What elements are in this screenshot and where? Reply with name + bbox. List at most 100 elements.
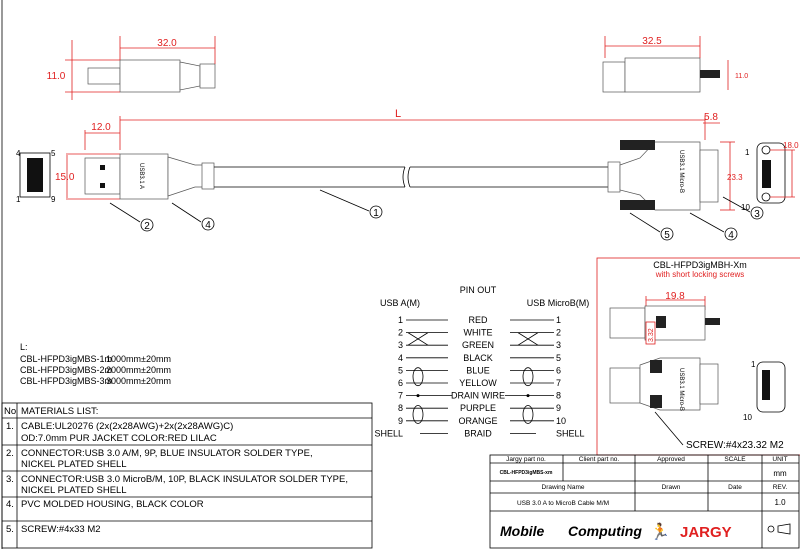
wire-color: ORANGE — [458, 416, 497, 426]
pin-a: 1 — [398, 315, 403, 325]
svg-text:mm: mm — [773, 469, 787, 478]
pin-b: 10 — [556, 416, 566, 426]
svg-text:19.8: 19.8 — [665, 291, 685, 302]
microb-side-view: 32.5 11.0 — [602, 36, 748, 93]
svg-text:SCALE: SCALE — [724, 456, 746, 463]
short-screw-variant: CBL-HFPD3igMBH-Xm with short locking scr… — [596, 257, 800, 456]
crossover-marker — [517, 332, 539, 346]
svg-text:SCREW:#4x33 M2: SCREW:#4x33 M2 — [21, 524, 101, 535]
svg-text:CBL-HFPD3igMBH-Xm: CBL-HFPD3igMBH-Xm — [653, 260, 747, 270]
svg-text:1: 1 — [16, 195, 21, 204]
svg-text:No: No — [4, 406, 16, 417]
svg-text:4: 4 — [205, 220, 211, 231]
usb-a-side-view: 32.0 11.0 — [47, 36, 216, 100]
svg-text:USB3.1 Micro-B: USB3.1 Micro-B — [678, 150, 684, 193]
svg-text:CBL-HFPD3igMBS-1m: CBL-HFPD3igMBS-1m — [20, 354, 112, 364]
microb-face-view: 1 10 18.0 — [741, 141, 799, 212]
svg-text:Client part no.: Client part no. — [579, 456, 620, 463]
svg-text:Drawing Name: Drawing Name — [542, 484, 585, 491]
dim-microb-height: 23.3 — [727, 173, 743, 182]
svg-text:1: 1 — [751, 360, 756, 369]
svg-text:CBL-HFPD3igMBS-xm: CBL-HFPD3igMBS-xm — [500, 470, 553, 476]
balloons: 2 4 1 5 4 3 — [109, 189, 764, 241]
svg-text:5: 5 — [51, 149, 56, 158]
twisted-pair-marker — [412, 367, 424, 387]
drain-junction — [416, 394, 420, 398]
materials-table: No MATERIALS LIST: 1.CABLE:UL20276 (2x(2… — [1, 402, 373, 549]
dim-plug-a-height: 15.0 — [55, 172, 75, 183]
svg-text:NICKEL PLATED SHELL: NICKEL PLATED SHELL — [21, 459, 127, 470]
svg-text:Date: Date — [728, 484, 742, 491]
svg-text:Jargy part no.: Jargy part no. — [506, 456, 546, 463]
wire-color: BLUE — [466, 365, 490, 375]
wire-color: BRAID — [464, 428, 492, 438]
svg-text:L:: L: — [20, 342, 28, 352]
pin-b: SHELL — [556, 428, 585, 438]
wire-color: WHITE — [464, 328, 493, 338]
short-screw-offset-box — [645, 321, 656, 345]
pin-a: 8 — [398, 403, 403, 413]
svg-text:USB MicroB(M): USB MicroB(M) — [527, 298, 590, 308]
svg-text:4: 4 — [728, 230, 734, 241]
computing-logo: Computing — [568, 523, 642, 539]
microb-plug: USB3.1 Micro-B 23.3 — [607, 140, 743, 211]
dim-short-screw-offset: 3.32 — [648, 328, 655, 342]
dim-cable-length: L — [395, 108, 401, 120]
jargy-logo: JARGY — [680, 524, 732, 541]
wire-color: YELLOW — [459, 378, 497, 388]
svg-text:SCREW:#4x23.32 M2: SCREW:#4x23.32 M2 — [686, 440, 784, 451]
svg-text:3: 3 — [754, 209, 760, 220]
pin-a: 9 — [398, 416, 403, 426]
wire-color: BLACK — [463, 353, 493, 363]
svg-text:with short locking screws: with short locking screws — [655, 270, 744, 279]
svg-text:10: 10 — [741, 203, 750, 212]
svg-text:1000mm±20mm: 1000mm±20mm — [106, 354, 171, 364]
pin-b: 8 — [556, 391, 561, 401]
pin-b: 7 — [556, 378, 561, 388]
svg-text:MATERIALS LIST:: MATERIALS LIST: — [21, 406, 98, 417]
pin-a: 3 — [398, 340, 403, 350]
svg-text:CBL-HFPD3igMBS-3m: CBL-HFPD3igMBS-3m — [20, 376, 112, 386]
dim-top-left-height: 11.0 — [47, 71, 66, 82]
mobile-logo: Mobile — [500, 523, 545, 539]
svg-text:5.: 5. — [6, 524, 14, 535]
svg-text:5: 5 — [664, 230, 670, 241]
twisted-pair-marker — [522, 367, 534, 387]
svg-text:10: 10 — [743, 413, 752, 422]
runner-icon: 🏃 — [650, 522, 670, 541]
pin-b: 5 — [556, 353, 561, 363]
svg-text:2: 2 — [144, 221, 150, 232]
wire-color: DRAIN WIRE — [451, 391, 505, 401]
title-block: Jargy part no. Client part no. Approved … — [489, 454, 800, 549]
pin-a: 7 — [398, 391, 403, 401]
svg-text:PVC MOLDED HOUSING, BLACK COLO: PVC MOLDED HOUSING, BLACK COLOR — [21, 499, 204, 510]
svg-text:2.: 2. — [6, 448, 14, 459]
dim-microb-tip: 5.8 — [704, 112, 718, 123]
pin-a: 6 — [398, 378, 403, 388]
svg-text:1: 1 — [745, 148, 750, 157]
wire-color: RED — [468, 315, 488, 325]
pin-b: 3 — [556, 340, 561, 350]
svg-text:3.: 3. — [6, 474, 14, 485]
svg-text:Approved: Approved — [657, 456, 685, 463]
pin-b: 9 — [556, 403, 561, 413]
usb-a-face-view: 4 5 1 9 — [16, 149, 56, 204]
svg-text:CBL-HFPD3igMBS-2m: CBL-HFPD3igMBS-2m — [20, 365, 112, 375]
svg-text:USB A(M): USB A(M) — [380, 298, 420, 308]
svg-text:Drawn: Drawn — [662, 484, 681, 491]
pin-a: 2 — [398, 328, 403, 338]
pin-b: 1 — [556, 315, 561, 325]
svg-text:1.0: 1.0 — [774, 498, 786, 507]
dim-top-left-length: 32.0 — [157, 38, 177, 49]
svg-text:CABLE:UL20276 (2x(2x28AWG)+2x(: CABLE:UL20276 (2x(2x28AWG)+2x(2x28AWG)C) — [21, 421, 233, 432]
svg-text:NICKEL PLATED SHELL: NICKEL PLATED SHELL — [21, 485, 127, 496]
svg-text:1: 1 — [373, 208, 379, 219]
svg-text:USB3.1 Micro-B: USB3.1 Micro-B — [678, 368, 684, 411]
svg-text:3000mm±20mm: 3000mm±20mm — [106, 376, 171, 386]
cable — [214, 166, 608, 188]
dim-microb-face-width: 18.0 — [783, 141, 799, 150]
svg-text:USB3.1 A: USB3.1 A — [138, 163, 144, 189]
dim-top-right-length: 32.5 — [642, 36, 662, 47]
